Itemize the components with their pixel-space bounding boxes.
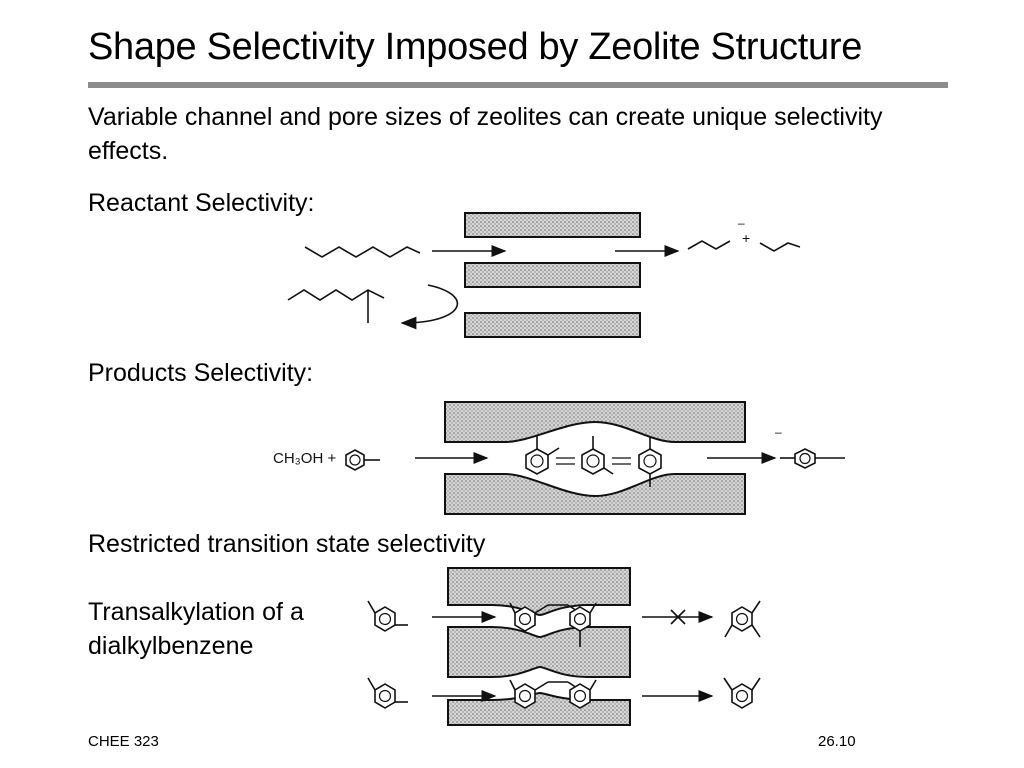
lower-zeolite-block [447,691,631,726]
meta-xylene-icon [581,436,614,475]
ortho-xylene-icon [525,436,560,475]
products-selectivity-heading: Products Selectivity: [88,359,314,387]
plus-sign: + [742,230,750,246]
bulky-intermediate-icon [509,602,597,647]
channel-lower-wall [444,473,746,515]
title-divider [88,82,948,88]
footer-page-number: 26.10 [818,733,856,750]
footer-course: CHEE 323 [88,733,159,750]
charge-mark: – [738,216,745,230]
rejection-arrow [400,284,459,330]
benzene-reactant-icon [345,449,380,471]
cracked-product-2 [759,242,801,252]
transition-state-heading: Restricted transition state selectivity [88,530,486,558]
trialkylbenzene-product-icon [724,600,761,638]
dialkylbenzene-reactant-icon-top [367,600,408,632]
slide-title: Shape Selectivity Imposed by Zeolite Str… [88,26,863,68]
compact-intermediate-icon [509,679,597,709]
reactant-selectivity-diagram: + – [287,212,801,338]
para-xylene-icon [638,436,662,487]
transalkylation-caption: Transalkylation of a dialkylbenzene [88,598,304,660]
methanol-label: CH₃OH + [273,450,336,467]
zeolite-wall-bottom [464,312,641,338]
reactant-selectivity-heading: Reactant Selectivity: [88,189,315,217]
channel-upper-wall [444,401,746,443]
symmetric-product-icon [723,677,761,709]
products-selectivity-diagram: CH₃OH + – [273,401,845,515]
blocked-cross-icon [670,609,686,625]
middle-zeolite-block [447,626,631,678]
equilibrium-arrows-2 [612,457,631,465]
para-xylene-product-icon [780,448,845,469]
zeolite-wall-top [464,212,641,238]
transition-state-diagram [367,567,761,726]
upper-zeolite-block [447,567,631,617]
charge-mark-2: – [775,425,782,439]
cracked-product-1 [687,240,731,250]
branched-alkane [287,289,385,301]
linear-alkane-zigzag [304,246,421,258]
intro-text: Variable channel and pore sizes of zeoli… [88,103,883,165]
dialkylbenzene-reactant-icon-bottom [367,677,408,709]
equilibrium-arrows-1 [556,457,575,465]
zeolite-wall-middle [464,262,641,288]
